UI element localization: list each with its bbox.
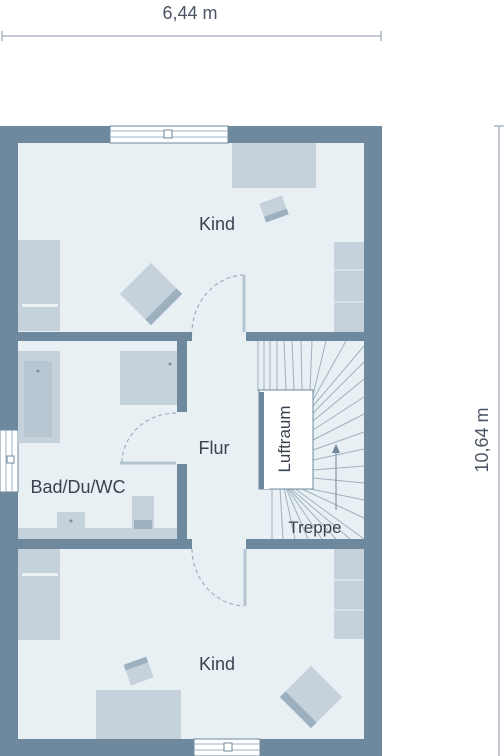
width-label: 6,44 m xyxy=(162,3,217,23)
window-bottom xyxy=(193,738,261,756)
desk-bottom xyxy=(96,690,181,739)
width-dimension: 6,44 m xyxy=(1,3,382,41)
shelf-bottom-right xyxy=(334,549,364,639)
room-label-kind-bottom: Kind xyxy=(199,654,235,674)
furniture-kind-bottom xyxy=(18,549,364,739)
luftraum-void xyxy=(258,389,314,490)
chair-icon xyxy=(123,656,154,686)
room-label-kind-top: Kind xyxy=(199,214,235,234)
shelf-top-right xyxy=(334,242,364,332)
window-top xyxy=(109,125,229,144)
room-flur-floor xyxy=(186,332,260,550)
room-label-flur: Flur xyxy=(199,438,230,458)
stair-direction-arrow xyxy=(332,444,340,510)
staircase xyxy=(257,340,365,540)
vanity-counter xyxy=(18,528,177,539)
interior-walls xyxy=(18,332,364,549)
bed-bottom xyxy=(18,549,60,640)
door-gap-top xyxy=(192,330,246,344)
luftraum-label: Luftraum xyxy=(275,405,294,472)
furniture-bad xyxy=(18,351,177,539)
door-gap-bad xyxy=(176,412,190,464)
shower-tray xyxy=(120,351,177,405)
room-label-bad: Bad/Du/WC xyxy=(30,477,125,497)
height-label: 10,64 m xyxy=(472,407,492,472)
doors xyxy=(120,274,247,607)
armchair-icon xyxy=(279,665,343,729)
chair-icon xyxy=(259,195,289,223)
room-label-treppe: Treppe xyxy=(288,518,341,537)
furniture-kind-top xyxy=(18,143,364,332)
bed-top xyxy=(18,240,60,331)
window-bad xyxy=(0,429,19,493)
armchair-icon xyxy=(119,262,183,326)
wardrobe-top xyxy=(232,143,316,188)
door-gap-bottom xyxy=(192,538,246,552)
height-dimension: 10,64 m xyxy=(472,125,504,756)
